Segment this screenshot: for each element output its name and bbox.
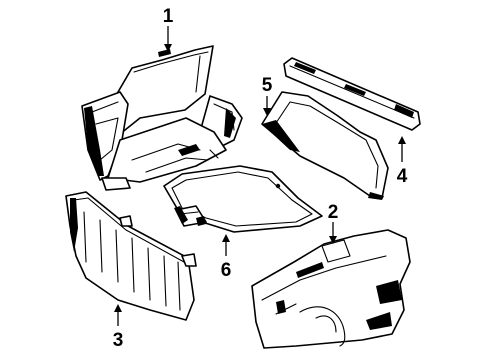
callout-6-label: 6 [221,260,232,281]
callout-3: 3 [113,304,124,351]
callout-3-label: 3 [113,330,124,351]
part-2-trunk-side-trim-panel [251,229,411,349]
callout-5: 5 [262,75,273,116]
part-3-front-trunk-panel [65,191,197,321]
callout-5-label: 5 [262,75,273,96]
callout-4-label: 4 [397,166,408,187]
callout-4: 4 [397,136,408,187]
part-6-trunk-floor-cover [163,165,323,233]
callout-2-label: 2 [328,202,339,223]
callout-2: 2 [328,202,339,244]
part-1-trunk-liner [81,45,243,191]
part-4-rear-package-tray-trim [261,57,421,200]
callout-6: 6 [221,234,232,281]
callout-1: 1 [163,6,174,52]
callout-1-label: 1 [163,6,174,27]
